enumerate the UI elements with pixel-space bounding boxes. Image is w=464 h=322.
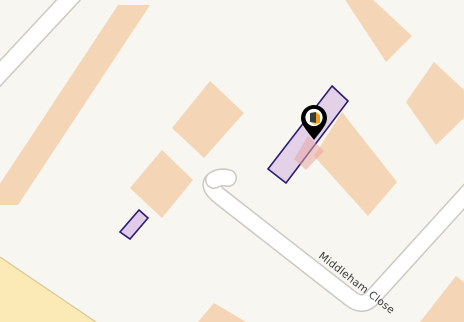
- highlighted-building-selected[interactable]: [266, 84, 350, 185]
- map-pin-icon[interactable]: [301, 105, 327, 140]
- building[interactable]: [0, 5, 150, 205]
- building[interactable]: [198, 303, 246, 322]
- building[interactable]: [342, 0, 412, 62]
- building[interactable]: [314, 112, 397, 216]
- building[interactable]: [130, 150, 193, 218]
- building[interactable]: [406, 62, 464, 145]
- highlighted-overlap: [294, 136, 324, 170]
- highlighted-features[interactable]: [118, 84, 350, 241]
- road-middleham-close: [202, 168, 464, 312]
- highlighted-building-small[interactable]: [118, 208, 150, 241]
- building-symbol-icon: [310, 112, 320, 125]
- building[interactable]: [420, 276, 464, 322]
- major-road: [0, 256, 97, 322]
- road-top-left: [0, 0, 81, 88]
- building[interactable]: [172, 81, 244, 158]
